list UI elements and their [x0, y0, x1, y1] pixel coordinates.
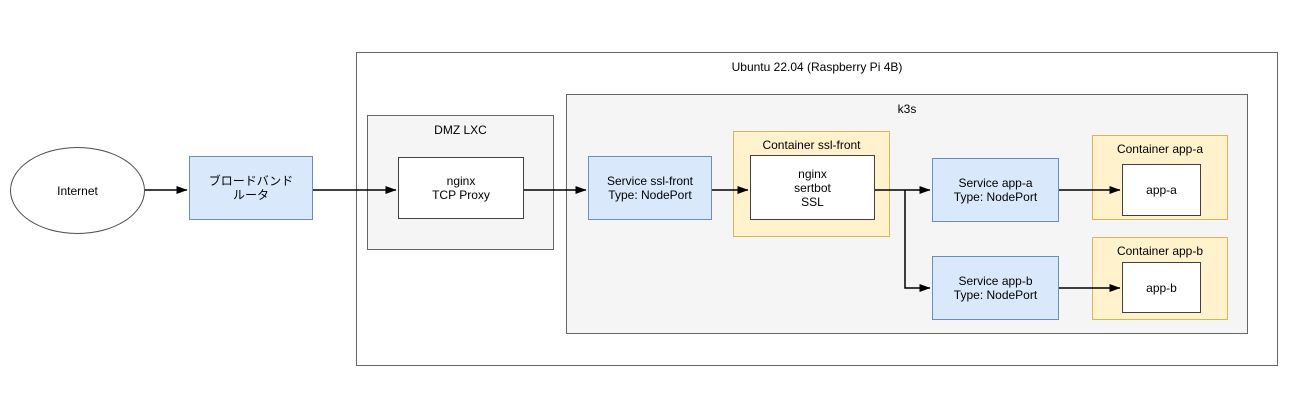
node-service-app-b-line2: Type: NodePort: [953, 288, 1038, 302]
node-service-app-a-line2: Type: NodePort: [953, 190, 1038, 204]
node-service-app-a-line1: Service app-a: [958, 176, 1033, 190]
k3s-group-title: k3s: [897, 102, 917, 116]
node-service-app-b-line1: Service app-b: [958, 274, 1033, 288]
node-pod-ssl-front-line1: nginx: [798, 166, 827, 181]
node-pod-app-b-label: app-b: [1146, 280, 1177, 295]
dmz-lxc-group-title: DMZ LXC: [434, 123, 487, 137]
node-pod-ssl-front-line2: sertbot: [794, 180, 831, 195]
node-pod-app-a: app-a: [1122, 164, 1201, 216]
node-pod-ssl-front-line3: SSL: [801, 194, 824, 209]
node-nginx-tcp-proxy-line1: nginx: [446, 174, 476, 188]
node-nginx-tcp-proxy-line2: TCP Proxy: [432, 188, 490, 202]
node-service-ssl-front-line1: Service ssl-front: [606, 174, 694, 188]
container-app-b-title: Container app-b: [1116, 244, 1204, 258]
node-pod-ssl-front: nginx sertbot SSL: [750, 155, 875, 220]
node-service-ssl-front: Service ssl-front Type: NodePort: [588, 156, 712, 220]
container-ssl-front-title: Container ssl-front: [762, 138, 861, 152]
node-service-app-b: Service app-b Type: NodePort: [932, 256, 1059, 320]
node-internet: Internet: [10, 147, 145, 234]
node-broadband-router: ブロードバンド ルータ: [189, 156, 313, 220]
host-group-title: Ubuntu 22.04 (Raspberry Pi 4B): [731, 60, 903, 74]
node-service-app-a: Service app-a Type: NodePort: [932, 158, 1059, 222]
node-internet-label: Internet: [57, 183, 98, 198]
node-pod-app-a-label: app-a: [1146, 183, 1177, 197]
node-broadband-router-line1: ブロードバンド: [208, 174, 294, 188]
node-nginx-tcp-proxy: nginx TCP Proxy: [398, 157, 524, 219]
node-service-ssl-front-line2: Type: NodePort: [608, 188, 692, 202]
container-app-a-title: Container app-a: [1116, 142, 1204, 156]
node-broadband-router-line2: ルータ: [232, 188, 269, 202]
node-pod-app-b: app-b: [1122, 262, 1201, 313]
